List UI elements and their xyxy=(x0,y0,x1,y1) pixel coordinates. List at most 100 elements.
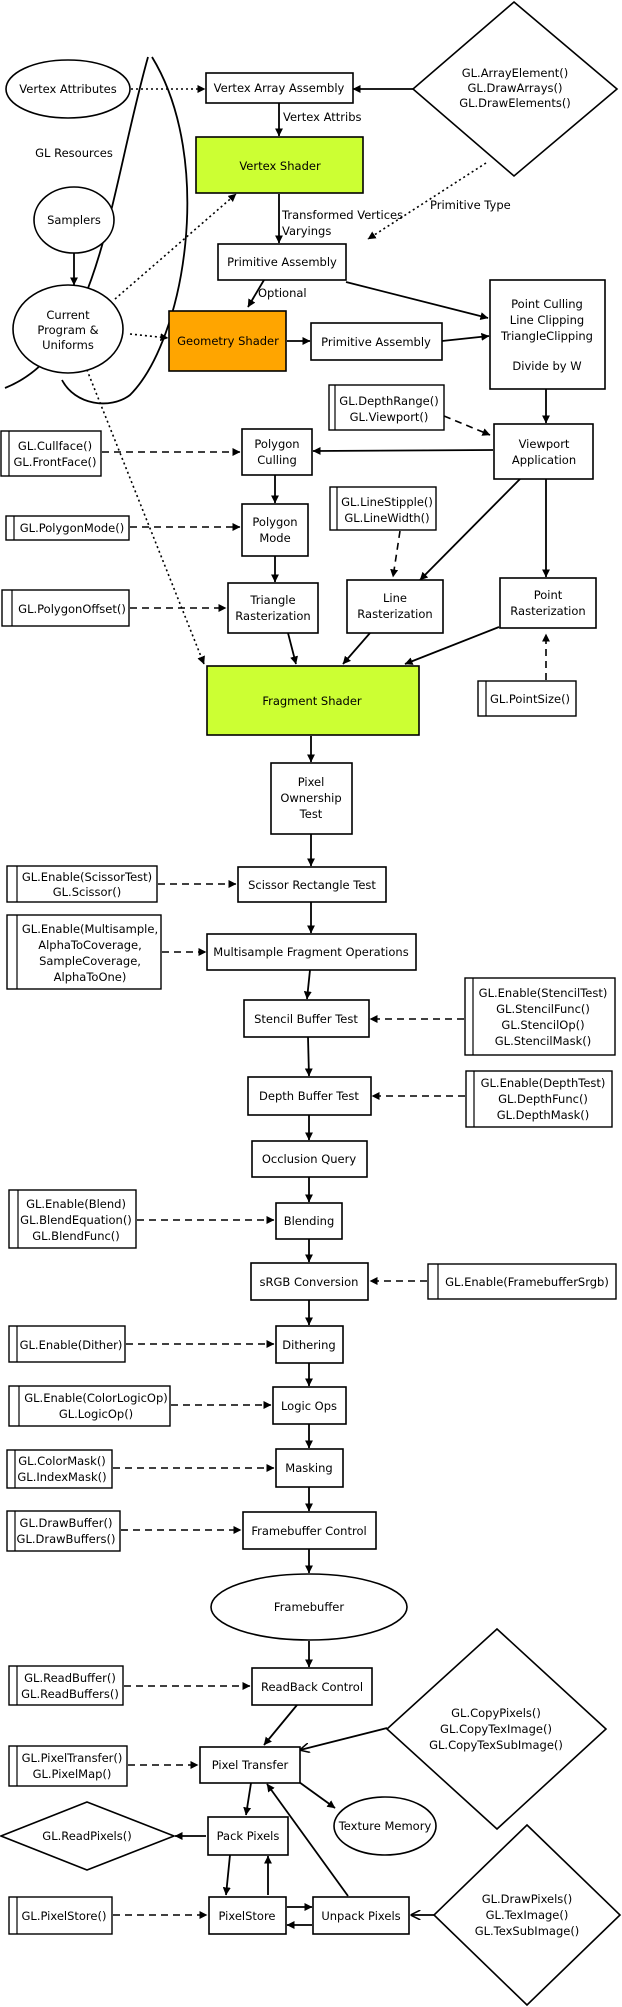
edge-viewport-to-polygon-culling xyxy=(312,446,494,455)
srgb-fn-label: GL.Enable(FramebufferSrgb) xyxy=(445,1275,609,1289)
multisample-fn-label-1: GL.Enable(Multisample, xyxy=(22,922,158,936)
line-rasterization-node: Line Rasterization xyxy=(346,579,444,634)
vertex-attributes-label: Vertex Attributes xyxy=(19,82,116,96)
read-buffer-fns-node: GL.ReadBuffer() GL.ReadBuffers() xyxy=(8,1665,124,1706)
geometry-shader-node: Geometry Shader xyxy=(168,310,287,372)
logic-ops-label: Logic Ops xyxy=(281,1399,337,1413)
draw-buffer-fns-node: GL.DrawBuffer() GL.DrawBuffers() xyxy=(6,1510,121,1552)
pixel-ownership-label-1: Pixel xyxy=(298,775,325,789)
logic-ops-node: Logic Ops xyxy=(272,1386,347,1425)
edge-multisample-to-stencil xyxy=(303,969,312,1000)
stencil-mask-fn-label: GL.StencilMask() xyxy=(495,1034,591,1048)
edge-prim-assembly-to-geometry xyxy=(247,279,265,308)
edge-readback-to-pixel-transfer xyxy=(263,1704,298,1746)
line-stipple-fns-node: GL.LineStipple() GL.LineWidth() xyxy=(329,486,437,531)
edge-triangle-to-fragment xyxy=(287,632,298,665)
edge-unpack-to-pixel-transfer xyxy=(266,1783,349,1897)
multisample-fn-label-2: AlphaToCoverage, xyxy=(38,938,142,952)
masking-label: Masking xyxy=(285,1461,332,1475)
read-buffer-fn-label: GL.ReadBuffer() xyxy=(24,1671,116,1685)
multisample-fn-label-4: AlphaToOne) xyxy=(54,970,127,984)
readback-control-node: ReadBack Control xyxy=(251,1667,373,1706)
primitive-assembly-1-label: Primitive Assembly xyxy=(227,255,337,269)
pixel-ownership-label-3: Test xyxy=(299,807,323,821)
srgb-fn-node: GL.Enable(FramebufferSrgb) xyxy=(427,1263,617,1300)
edge-uniforms-to-geometry-shader xyxy=(129,333,169,342)
edge-viewport-to-line-rasterization xyxy=(419,478,521,581)
blending-label: Blending xyxy=(284,1214,335,1228)
pixel-store-fn-label: GL.PixelStore() xyxy=(22,1909,107,1923)
geometry-shader-label: Geometry Shader xyxy=(177,334,279,348)
depth-test-label: Depth Buffer Test xyxy=(259,1089,359,1103)
fragment-shader-node: Fragment Shader xyxy=(206,665,420,736)
stencil-test-label: Stencil Buffer Test xyxy=(254,1012,358,1026)
cullface-fn-label: GL.Cullface() xyxy=(18,439,92,453)
program-uniforms-node: Current Program & Uniforms xyxy=(12,284,124,374)
blending-node: Blending xyxy=(275,1202,343,1240)
program-uniforms-label-3: Uniforms xyxy=(42,338,94,352)
triangle-rasterization-node: Triangle Rasterization xyxy=(227,582,319,634)
edge-depthrange-to-viewport xyxy=(443,415,491,436)
vertex-shader-label: Vertex Shader xyxy=(239,159,321,173)
optional-edge-label: Optional xyxy=(258,286,307,300)
blend-func-fn-label: GL.BlendFunc() xyxy=(32,1229,120,1243)
pixel-ownership-label-2: Ownership xyxy=(280,791,341,805)
draw-arrays-fn-label: GL.DrawArrays() xyxy=(468,81,563,95)
polygon-offset-fn-label: GL.PolygonOffset() xyxy=(18,602,126,616)
logic-op-fn-label: GL.LogicOp() xyxy=(59,1407,133,1421)
index-mask-fn-label: GL.IndexMask() xyxy=(17,1470,106,1484)
edge-copy-fns-to-pixel-transfer xyxy=(300,1727,388,1750)
edge-point-to-fragment xyxy=(404,626,500,665)
primitive-type-edge-label: Primitive Type xyxy=(430,198,511,212)
edge-stencil-to-depth xyxy=(304,1036,313,1077)
enable-blend-fn-label: GL.Enable(Blend) xyxy=(26,1197,126,1211)
pack-pixels-node: Pack Pixels xyxy=(207,1816,289,1856)
varyings-edge-label: Varyings xyxy=(282,224,331,238)
stencil-op-fn-label: GL.StencilOp() xyxy=(501,1018,584,1032)
viewport-fn-label: GL.Viewport() xyxy=(350,410,429,424)
framebuffer-node: Framebuffer xyxy=(210,1573,408,1641)
line-stipple-fn-label: GL.LineStipple() xyxy=(341,495,433,509)
program-uniforms-label-1: Current xyxy=(46,308,90,322)
enable-logic-op-fn-label: GL.Enable(ColorLogicOp) xyxy=(24,1391,168,1405)
polygon-culling-label-2: Culling xyxy=(257,453,297,467)
edge-uniforms-to-fragment-shader xyxy=(84,364,205,665)
triangle-rasterization-label-2: Rasterization xyxy=(235,609,310,623)
scissor-test-node: Scissor Rectangle Test xyxy=(237,866,387,903)
geometry-shader-fill xyxy=(168,310,287,372)
polygon-mode-fn-label: GL.PolygonMode() xyxy=(20,521,124,535)
pixel-store-node: PixelStore xyxy=(208,1896,287,1935)
point-rasterization-label-2: Rasterization xyxy=(510,604,585,618)
vertex-attribs-edge-label: Vertex Attribs xyxy=(283,110,362,124)
texture-memory-label: Texture Memory xyxy=(338,1819,432,1833)
blend-equation-fn-label: GL.BlendEquation() xyxy=(20,1213,132,1227)
scissor-fn-label: GL.Scissor() xyxy=(53,885,122,899)
dithering-node: Dithering xyxy=(275,1325,344,1364)
fragment-shader-label: Fragment Shader xyxy=(262,694,362,708)
gl-resources-label: GL Resources xyxy=(35,146,113,160)
primitive-assembly-2-node: Primitive Assembly xyxy=(310,322,443,361)
primitive-assembly-1-node: Primitive Assembly xyxy=(217,243,347,281)
vertex-array-assembly-node: Vertex Array Assembly xyxy=(205,72,354,104)
enable-scissor-fn-label: GL.Enable(ScissorTest) xyxy=(22,870,152,884)
framebuffer-control-label: Framebuffer Control xyxy=(251,1524,366,1538)
depth-mask-fn-label: GL.DepthMask() xyxy=(497,1108,590,1122)
draw-buffer-fn-label: GL.DrawBuffer() xyxy=(20,1516,113,1530)
viewport-application-node: Viewport Application xyxy=(493,423,594,480)
vertex-array-assembly-label: Vertex Array Assembly xyxy=(214,81,345,95)
primitive-assembly-2-label: Primitive Assembly xyxy=(321,335,431,349)
framebuffer-label: Framebuffer xyxy=(274,1600,344,1614)
clipping-node: Point Culling Line Clipping TriangleClip… xyxy=(489,279,606,390)
multisample-ops-label: Multisample Fragment Operations xyxy=(213,945,408,959)
texture-memory-node: Texture Memory xyxy=(333,1796,437,1856)
samplers-label: Samplers xyxy=(47,213,101,227)
pixel-store-fn-node: GL.PixelStore() xyxy=(8,1896,113,1935)
mask-fns-node: GL.ColorMask() GL.IndexMask() xyxy=(6,1449,113,1489)
line-rasterization-label-1: Line xyxy=(383,591,407,605)
edge-prim-assembly2-to-clipping xyxy=(441,332,490,342)
multisample-fn-label-3: SampleCoverage, xyxy=(39,954,141,968)
pixel-transfer-node: Pixel Transfer xyxy=(199,1746,301,1784)
read-buffers-fn-label: GL.ReadBuffers() xyxy=(21,1687,119,1701)
tex-sub-image-fn-label: GL.TexSubImage() xyxy=(475,1924,580,1938)
depth-fns-node: GL.Enable(DepthTest) GL.DepthFunc() GL.D… xyxy=(465,1070,613,1128)
